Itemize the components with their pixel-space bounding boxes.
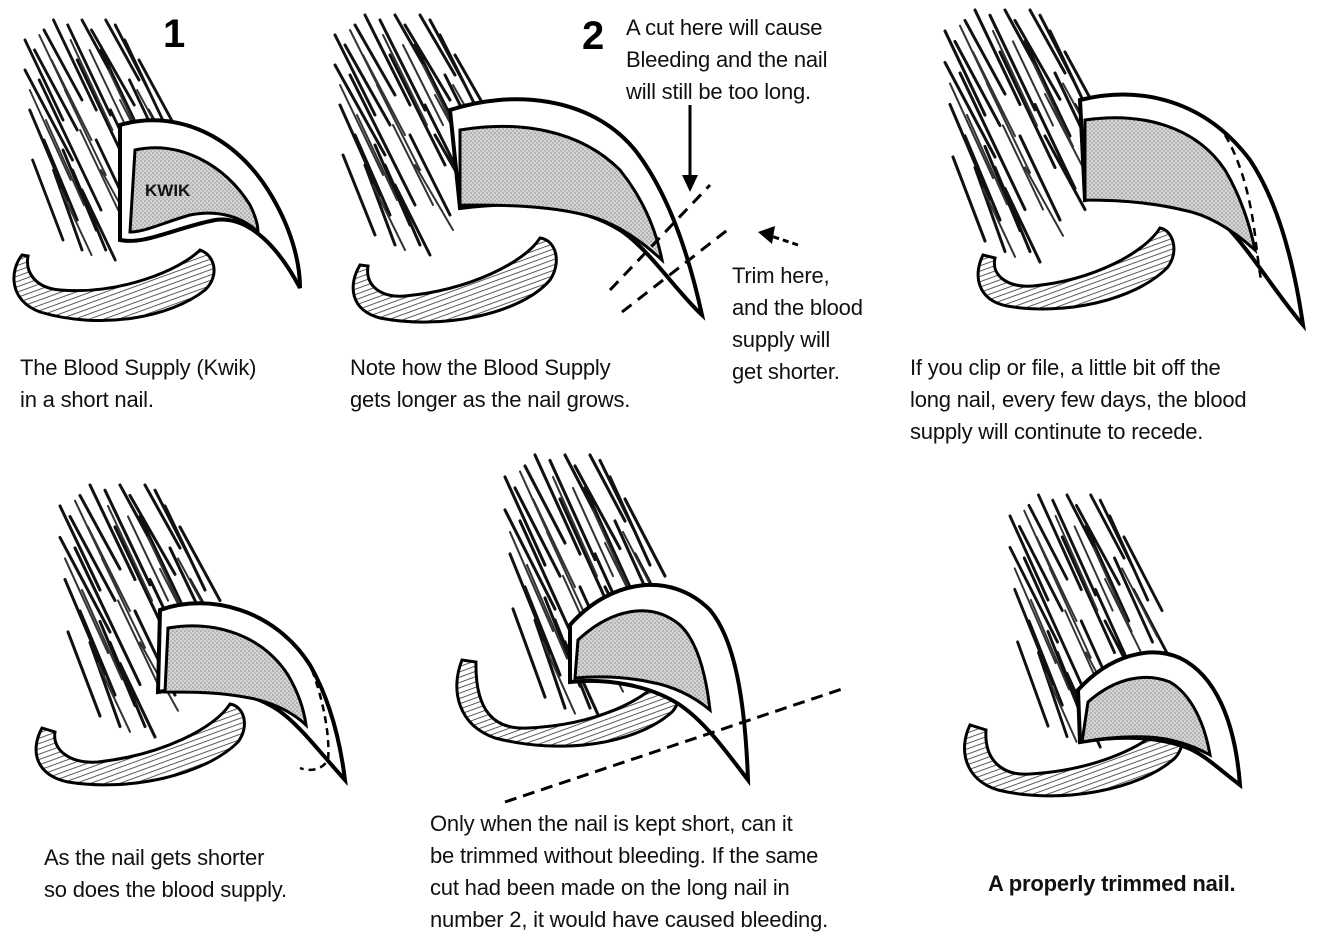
note-line: supply will xyxy=(732,324,863,356)
note-line: get shorter. xyxy=(732,356,863,388)
step-number-2: 2 xyxy=(582,14,604,59)
panel-long-nail: 2 A cut here will cause Bleeding and the… xyxy=(330,0,910,440)
caption-line: cut had been made on the long nail in xyxy=(430,872,828,904)
note-line: A cut here will cause xyxy=(626,12,827,44)
note-line: Trim here, xyxy=(732,260,863,292)
caption-line: be trimmed without bleeding. If the same xyxy=(430,840,828,872)
caption-line: A properly trimmed nail. xyxy=(988,868,1235,900)
caption-panel4: As the nail gets shorter so does the blo… xyxy=(44,842,287,906)
caption-line: If you clip or file, a little bit off th… xyxy=(910,352,1246,384)
short-nail-illustration: KWIK xyxy=(0,0,320,340)
caption-line: As the nail gets shorter xyxy=(44,842,287,874)
shorter-nail-illustration xyxy=(0,470,400,810)
caption-panel2: Note how the Blood Supply gets longer as… xyxy=(350,352,630,416)
caption-panel6: A properly trimmed nail. xyxy=(988,868,1235,900)
caption-line: long nail, every few days, the blood xyxy=(910,384,1246,416)
caption-line: so does the blood supply. xyxy=(44,874,287,906)
trim-here-note: Trim here, and the blood supply will get… xyxy=(732,260,863,388)
trimmed-nail-illustration xyxy=(930,480,1320,850)
caption-line: gets longer as the nail grows. xyxy=(350,384,630,416)
step-number-1: 1 xyxy=(163,12,185,57)
caption-line: Only when the nail is kept short, can it xyxy=(430,808,828,840)
caption-line: in a short nail. xyxy=(20,384,256,416)
caption-line: Note how the Blood Supply xyxy=(350,352,630,384)
panel-short-trim: Only when the nail is kept short, can it… xyxy=(410,450,910,934)
note-line: will still be too long. xyxy=(626,76,827,108)
caption-line: supply will continute to recede. xyxy=(910,416,1246,448)
note-line: Bleeding and the nail xyxy=(626,44,827,76)
panel-short-nail: KWIK 1 The Blood Supply (Kwik) in a shor… xyxy=(0,0,320,440)
caption-line: number 2, it would have caused bleeding. xyxy=(430,904,828,936)
note-line: and the blood xyxy=(732,292,863,324)
panel-trimmed-nail: A properly trimmed nail. xyxy=(930,480,1320,934)
caption-panel3: If you clip or file, a little bit off th… xyxy=(910,352,1246,448)
caption-line: The Blood Supply (Kwik) xyxy=(20,352,256,384)
caption-panel1: The Blood Supply (Kwik) in a short nail. xyxy=(20,352,256,416)
cut-warning-note: A cut here will cause Bleeding and the n… xyxy=(626,12,827,108)
kwik-label: KWIK xyxy=(145,181,191,200)
panel-shorter-nail: As the nail gets shorter so does the blo… xyxy=(0,470,400,934)
caption-panel5: Only when the nail is kept short, can it… xyxy=(430,808,828,936)
short-trim-illustration xyxy=(410,450,910,820)
receding-quick-illustration xyxy=(905,0,1315,340)
panel-receding-quick: If you clip or file, a little bit off th… xyxy=(905,0,1315,450)
